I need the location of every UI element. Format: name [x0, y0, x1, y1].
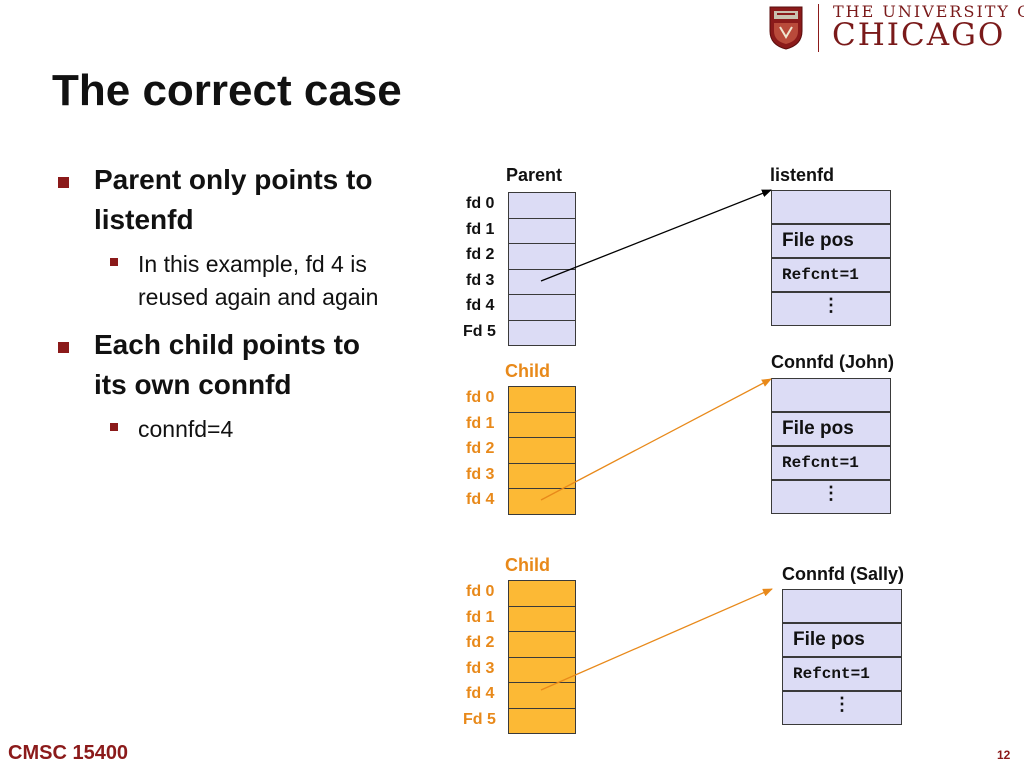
connfd-sally-label: Connfd (Sally) [782, 564, 904, 584]
bullet-2-line2: its own connfd [94, 369, 292, 400]
file-table-cell: ⋮ [771, 480, 891, 514]
sub-bullet-marker [110, 258, 118, 266]
file-table-cell [782, 589, 902, 623]
file-table-cell: Refcnt=1 [782, 657, 902, 691]
fd-cell [508, 243, 576, 270]
logo-divider [818, 4, 819, 52]
logo-university-line: THE UNIVERSITY OF [833, 2, 1024, 21]
refcnt-text: Refcnt=1 [793, 665, 870, 683]
fd-cell [508, 294, 576, 321]
connfd-john-label: Connfd (John) [771, 352, 894, 372]
sub-bullet-2-text: connfd=4 [138, 413, 233, 446]
file-table-cell: File pos [771, 224, 891, 258]
fd-cell [508, 319, 576, 346]
file-table-cell: File pos [782, 623, 902, 657]
fd-label: fd 4 [466, 491, 495, 508]
file-table-cell: Refcnt=1 [771, 258, 891, 292]
university-crest-icon [769, 6, 803, 50]
fd-cell [508, 580, 576, 607]
fd-cell [508, 707, 576, 734]
course-footer: CMSC 15400 [8, 742, 129, 764]
bullet-2-line1: Each child points to [94, 329, 361, 360]
fd-label: fd 1 [466, 608, 495, 626]
fd-cell [508, 656, 576, 683]
refcnt-text: Refcnt=1 [782, 266, 859, 284]
ellipsis-icon: ⋮ [822, 483, 840, 503]
ellipsis-icon: ⋮ [822, 295, 840, 315]
fd-label: fd 2 [466, 440, 495, 457]
fd-cell [508, 268, 576, 295]
logo-chicago-line: CHICAGO [832, 17, 1006, 53]
ellipsis-icon: ⋮ [833, 694, 851, 714]
slide-title: The correct case [52, 66, 402, 115]
fd-cell [508, 192, 576, 219]
fd-cell [508, 437, 576, 464]
sub-bullet-marker [110, 423, 118, 431]
fd-label: fd 2 [466, 634, 495, 651]
child2-table-label: Child [505, 555, 550, 575]
file-table-cell: ⋮ [782, 691, 902, 725]
fd-label: fd 4 [466, 685, 495, 702]
file-table-cell [771, 190, 891, 224]
fd-label: fd 3 [466, 271, 495, 289]
refcnt-text: Refcnt=1 [782, 454, 859, 472]
fd-label: fd 0 [466, 389, 495, 406]
fd-label: fd 2 [466, 246, 495, 263]
fd-label: fd 1 [466, 414, 495, 432]
file-table-cell: File pos [771, 412, 891, 446]
file-pos-text: File pos [782, 418, 854, 439]
sub-bullet-1-line1: In this example, fd 4 is [138, 251, 367, 277]
parent-table-label: Parent [506, 165, 563, 185]
bullet-marker [58, 177, 69, 188]
fd-label: Fd 5 [463, 322, 496, 340]
fd-label: fd 1 [466, 220, 495, 238]
sub-bullet-2-line1: connfd=4 [138, 416, 234, 442]
bullet-1-line1: Parent only points to [94, 164, 373, 195]
fd-cell [508, 462, 576, 489]
fd-cell [508, 217, 576, 244]
fd-cell [508, 605, 576, 632]
child1-table-label: Child [505, 361, 550, 381]
fd-label: fd 3 [466, 465, 495, 483]
file-pos-text: File pos [793, 629, 865, 650]
fd-label: fd 0 [466, 195, 495, 212]
sub-bullet-1-line2: reused again and again [138, 284, 379, 310]
fd-cell [508, 488, 576, 515]
file-table-cell: ⋮ [771, 292, 891, 326]
fd-cell [508, 631, 576, 658]
fd-cell [508, 411, 576, 438]
sub-bullet-1-text: In this example, fd 4 is reused again an… [138, 248, 378, 314]
fd-label: Fd 5 [463, 710, 496, 728]
fd-label: fd 0 [466, 583, 495, 600]
fd-cell [508, 682, 576, 709]
fd-label: fd 4 [466, 297, 495, 314]
bullet-1-text: Parent only points to listenfd [94, 160, 372, 240]
file-pos-text: File pos [782, 230, 854, 251]
fd-cell [508, 386, 576, 413]
bullet-2-text: Each child points to its own connfd [94, 325, 360, 405]
fd-label: fd 3 [466, 659, 495, 677]
bullet-marker [58, 342, 69, 353]
listenfd-label: listenfd [770, 165, 835, 185]
file-table-cell [771, 378, 891, 412]
page-number: 12 [997, 748, 1011, 762]
file-table-cell: Refcnt=1 [771, 446, 891, 480]
bullet-1-line2: listenfd [94, 204, 194, 235]
